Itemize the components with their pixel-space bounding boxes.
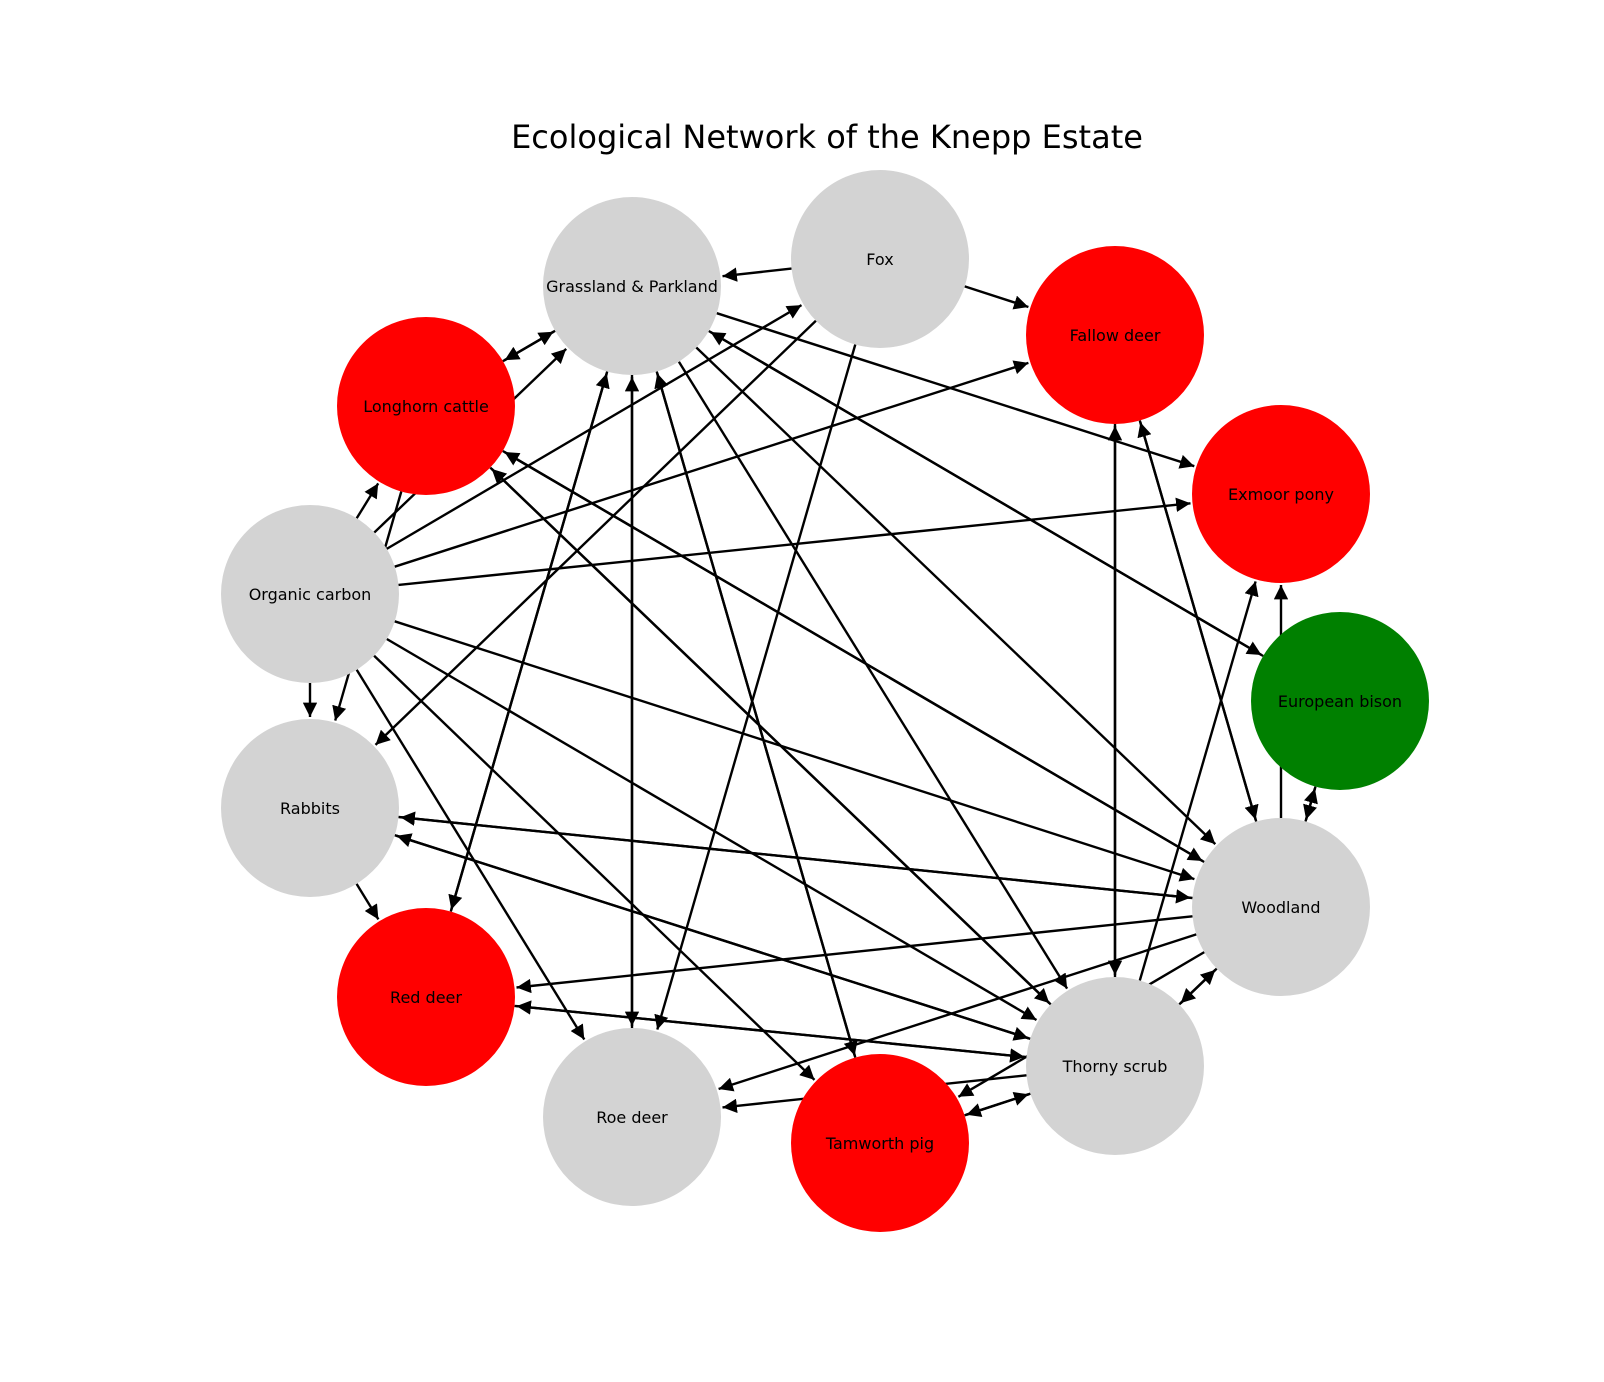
- edge-carbon-to-exmoor: [398, 497, 1191, 587]
- node-circle-rabbits: [221, 719, 399, 897]
- edge-carbon-to-fox: [386, 304, 803, 550]
- node-label-rabbits: Rabbits: [280, 799, 340, 818]
- edge-carbon-to-roe: [355, 669, 586, 1041]
- diagram-title: Ecological Network of the Knepp Estate: [511, 118, 1143, 156]
- edge-thorny-to-exmoor: [1138, 581, 1259, 981]
- node-fox: Fox: [791, 170, 969, 348]
- edge-carbon-to-thorny: [386, 637, 1038, 1022]
- edge-reddeer-to-thorny: [514, 1004, 1025, 1063]
- node-thorny: Thorny scrub: [1026, 977, 1204, 1155]
- edge-fox-to-fallow: [964, 285, 1029, 310]
- node-label-exmoor: Exmoor pony: [1228, 485, 1334, 504]
- edge-woodland-to-roe: [718, 933, 1197, 1092]
- edge-thorny-to-longhorn: [490, 468, 1052, 1006]
- edge-rabbits-to-reddeer: [355, 883, 380, 921]
- edge-pig-to-thorny: [964, 1091, 1029, 1117]
- edge-woodland-to-longhorn: [503, 450, 1205, 864]
- node-woodland: Woodland: [1192, 818, 1370, 996]
- node-longhorn: Longhorn cattle: [337, 317, 515, 495]
- node-circle-fox: [791, 170, 969, 348]
- node-label-fallow: Fallow deer: [1070, 326, 1161, 345]
- node-label-fox: Fox: [866, 250, 893, 269]
- node-bison: European bison: [1251, 612, 1429, 790]
- node-circle-roe: [543, 1028, 721, 1206]
- edge-pig-to-grassland: [654, 373, 857, 1058]
- node-label-bison: European bison: [1278, 692, 1402, 711]
- edge-woodland-to-rabbits: [400, 811, 1193, 900]
- edge-carbon-to-pig: [373, 654, 816, 1081]
- edge-thorny-to-rabbits: [396, 833, 1031, 1040]
- edge-woodland-to-thorny: [1179, 967, 1218, 1004]
- node-circle-pig: [791, 1054, 969, 1232]
- edge-grassland-to-longhorn: [503, 329, 556, 362]
- node-circle-thorny: [1026, 977, 1204, 1155]
- node-label-roe: Roe deer: [596, 1108, 668, 1127]
- node-circle-bison: [1251, 612, 1429, 790]
- node-circle-reddeer: [337, 908, 515, 1086]
- edge-fallow-to-woodland: [1138, 420, 1259, 820]
- edge-layer: [302, 267, 1318, 1118]
- node-rabbits: Rabbits: [221, 719, 399, 897]
- node-roe: Roe deer: [543, 1028, 721, 1206]
- edge-woodland-to-reddeer: [516, 915, 1193, 994]
- node-pig: Tamworth pig: [791, 1054, 969, 1232]
- node-label-grassland: Grassland & Parkland: [546, 277, 718, 296]
- node-label-woodland: Woodland: [1241, 898, 1320, 917]
- node-label-longhorn: Longhorn cattle: [363, 397, 489, 416]
- edge-carbon-to-longhorn: [355, 482, 380, 519]
- edge-reddeer-to-grassland: [449, 373, 610, 912]
- edge-bison-to-grassland: [709, 330, 1264, 658]
- node-exmoor: Exmoor pony: [1192, 405, 1370, 583]
- edge-fox-to-roe: [654, 344, 857, 1030]
- node-circle-carbon: [221, 505, 399, 683]
- edge-bison-to-woodland: [1303, 786, 1317, 820]
- node-label-thorny: Thorny scrub: [1062, 1057, 1168, 1076]
- node-label-carbon: Organic carbon: [249, 585, 372, 604]
- edge-carbon-to-woodland: [394, 620, 1195, 882]
- node-label-pig: Tamworth pig: [825, 1134, 934, 1153]
- node-grassland: Grassland & Parkland: [543, 197, 721, 375]
- edge-carbon-to-fallow: [394, 360, 1029, 568]
- edge-grassland-to-thorny: [677, 361, 1069, 990]
- node-carbon: Organic carbon: [221, 505, 399, 683]
- node-reddeer: Red deer: [337, 908, 515, 1086]
- edge-grassland-to-woodland: [695, 346, 1217, 845]
- edge-fox-to-grassland: [722, 267, 792, 282]
- node-label-reddeer: Red deer: [390, 988, 462, 1007]
- node-fallow: Fallow deer: [1026, 246, 1204, 424]
- node-circle-woodland: [1192, 818, 1370, 996]
- node-circle-grassland: [543, 197, 721, 375]
- node-circle-longhorn: [337, 317, 515, 495]
- node-circle-exmoor: [1192, 405, 1370, 583]
- node-circle-fallow: [1026, 246, 1204, 424]
